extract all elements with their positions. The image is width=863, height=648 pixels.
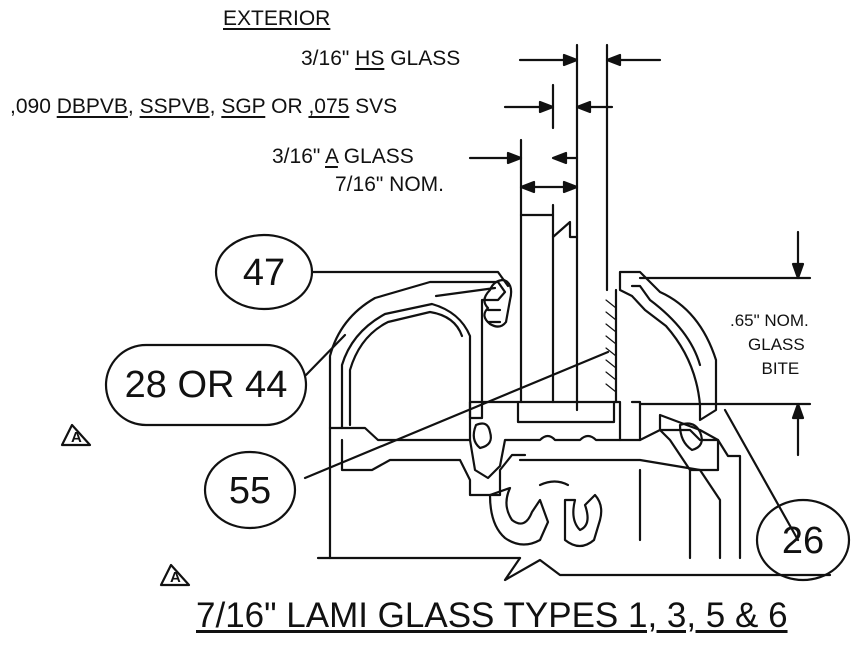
interlayer-callout: ,090 DBPVB, SSPVB, SGP OR ,075 SVS (10, 95, 398, 118)
bubble-28-or-44-label: 28 OR 44 (124, 364, 288, 406)
revision-marker-2: A (170, 569, 181, 586)
revision-triangle-1 (60, 423, 92, 447)
revision-marker-1: A (71, 429, 82, 446)
bubble-47 (214, 233, 314, 311)
bubble-55-label: 55 (228, 470, 272, 512)
bubble-55 (203, 450, 297, 530)
hs-glass-callout: 3/16" HS GLASS (301, 47, 461, 70)
left-stop-profile (328, 280, 507, 430)
revision-triangle-2 (159, 563, 191, 587)
bubble-28-or-44 (104, 343, 308, 427)
bubble-26-label: 26 (781, 520, 825, 562)
leader-28 (304, 333, 347, 377)
gasket-left (483, 278, 513, 328)
leader-55 (303, 350, 610, 480)
bubble-26 (755, 498, 851, 582)
bubble-47-label: 47 (242, 252, 286, 294)
frame-base (328, 426, 742, 560)
interlayer-hatch (605, 299, 617, 393)
thermal-clip (488, 486, 550, 546)
leader-47 (310, 270, 510, 288)
exterior-label: EXTERIOR (223, 7, 331, 30)
leader-26 (723, 408, 800, 542)
a-glass-callout: 3/16" A GLASS (272, 145, 414, 168)
nominal-callout: 7/16" NOM. (335, 173, 444, 196)
right-stop-profile (618, 270, 718, 422)
section-title: 7/16" LAMI GLASS TYPES 1, 3, 5 & 6 (196, 596, 788, 635)
glass-bite-label: .65" NOM. GLASS BITE (730, 311, 809, 378)
